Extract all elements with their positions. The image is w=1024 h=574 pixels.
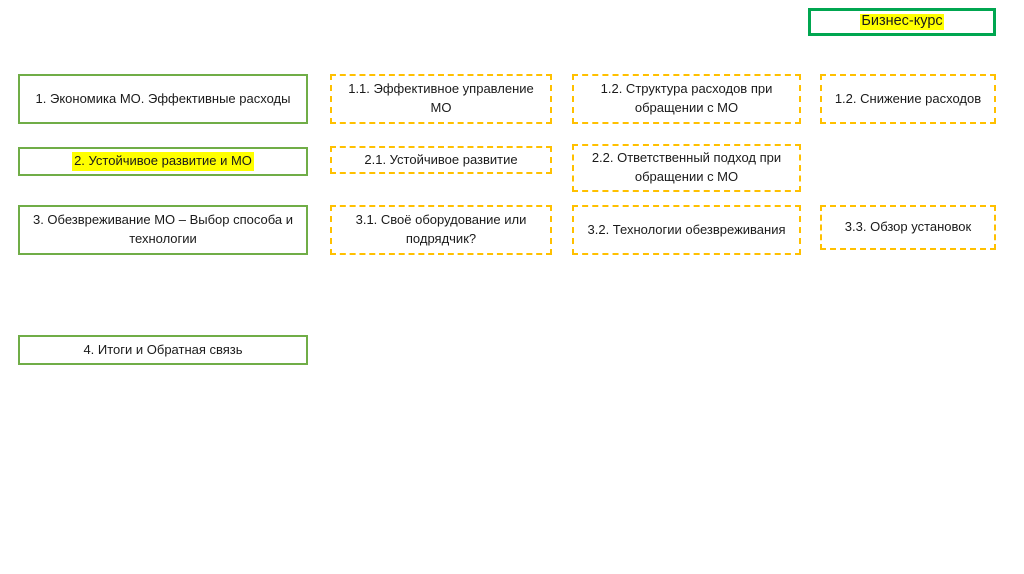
module-1-subtopic-2-box[interactable]: 1.2. Структура расходов при обращении с … bbox=[572, 74, 801, 124]
module-1-subtopic-1-label: 1.1. Эффективное управление МО bbox=[348, 81, 534, 115]
module-3-subtopic-1-box[interactable]: 3.1. Своё оборудование или подрядчик? bbox=[330, 205, 552, 255]
module-3-subtopic-3-box[interactable]: 3.3. Обзор установок bbox=[820, 205, 996, 250]
module-3-main-label: 3. Обезвреживание МО – Выбор способа и т… bbox=[32, 212, 294, 246]
module-1-main-label: 1. Экономика МО. Эффективные расходы bbox=[35, 90, 291, 106]
module-3-subtopic-2-label: 3.2. Технологии обезвреживания bbox=[587, 221, 786, 237]
module-2-main-box[interactable]: 2. Устойчивое развитие и МО bbox=[18, 147, 308, 176]
course-title-box: Бизнес-курс bbox=[808, 8, 996, 36]
module-2-subtopic-2-label: 2.2. Ответственный подход при обращении … bbox=[591, 150, 782, 184]
module-3-main-box[interactable]: 3. Обезвреживание МО – Выбор способа и т… bbox=[18, 205, 308, 255]
module-1-subtopic-1-box[interactable]: 1.1. Эффективное управление МО bbox=[330, 74, 552, 124]
module-2-subtopic-2-box[interactable]: 2.2. Ответственный подход при обращении … bbox=[572, 144, 801, 192]
module-3-subtopic-2-box[interactable]: 3.2. Технологии обезвреживания bbox=[572, 205, 801, 255]
module-3-subtopic-1-label: 3.1. Своё оборудование или подрядчик? bbox=[355, 212, 527, 246]
module-1-subtopic-3-label: 1.2. Снижение расходов bbox=[834, 90, 982, 106]
module-1-subtopic-2-label: 1.2. Структура расходов при обращении с … bbox=[600, 81, 773, 115]
course-title-text: Бизнес-курс bbox=[860, 13, 944, 30]
module-4-main-label: 4. Итоги и Обратная связь bbox=[83, 341, 243, 357]
module-2-subtopic-1-label: 2.1. Устойчивое развитие bbox=[364, 151, 518, 167]
module-1-subtopic-3-box[interactable]: 1.2. Снижение расходов bbox=[820, 74, 996, 124]
module-3-subtopic-3-label: 3.3. Обзор установок bbox=[844, 219, 972, 235]
module-2-subtopic-1-box[interactable]: 2.1. Устойчивое развитие bbox=[330, 146, 552, 174]
module-2-main-label: 2. Устойчивое развитие и МО bbox=[72, 152, 254, 171]
module-1-main-box[interactable]: 1. Экономика МО. Эффективные расходы bbox=[18, 74, 308, 124]
module-4-main-box[interactable]: 4. Итоги и Обратная связь bbox=[18, 335, 308, 365]
